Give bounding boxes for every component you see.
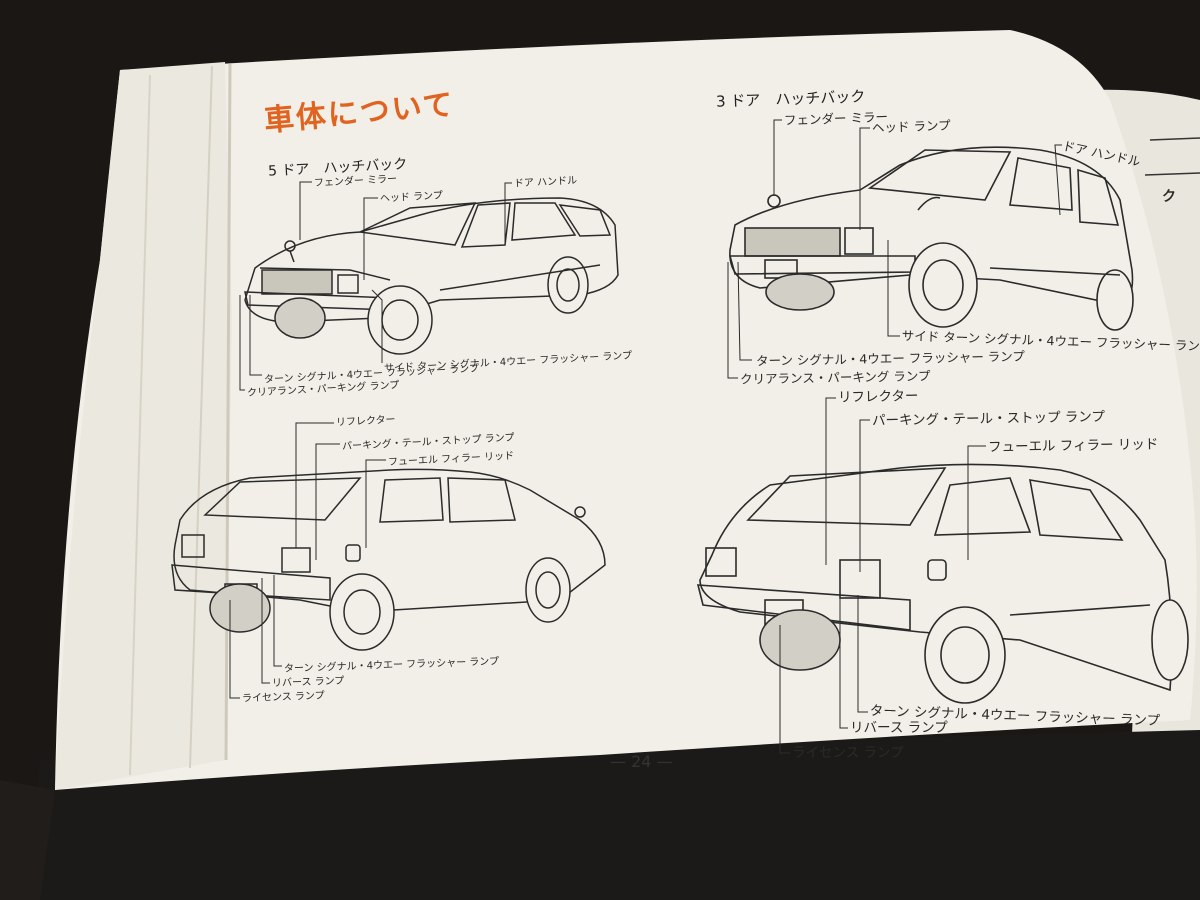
binding-fold: [55, 62, 232, 790]
three-door-fuel-filler-label: フューエル フィラー リッド: [987, 436, 1159, 456]
page-number: — 24 —: [610, 752, 673, 771]
three-door-reflector-label: リフレクター: [837, 388, 919, 406]
three-door-head-lamp-label: ヘッド ランプ: [871, 117, 951, 136]
three-door-front-leaders: [727, 119, 1062, 379]
five-door-front-car: [244, 197, 619, 355]
three-door-rear-leaders: [779, 397, 986, 754]
five-door-front-leaders: [239, 181, 512, 391]
three-door-front-car: [728, 146, 1134, 331]
three-door-reverse-label: リバース ランプ: [850, 720, 948, 736]
five-door-rear-car: [171, 468, 606, 651]
right-page-fragment: ク: [1162, 189, 1176, 205]
three-door-license-label: ライセンス ランプ: [792, 745, 904, 761]
paper-stack-edge: [30, 730, 1200, 900]
three-door-clearance-label: クリアランス・パーキング ランプ: [739, 368, 931, 387]
five-door-rear-leaders: [229, 422, 386, 699]
